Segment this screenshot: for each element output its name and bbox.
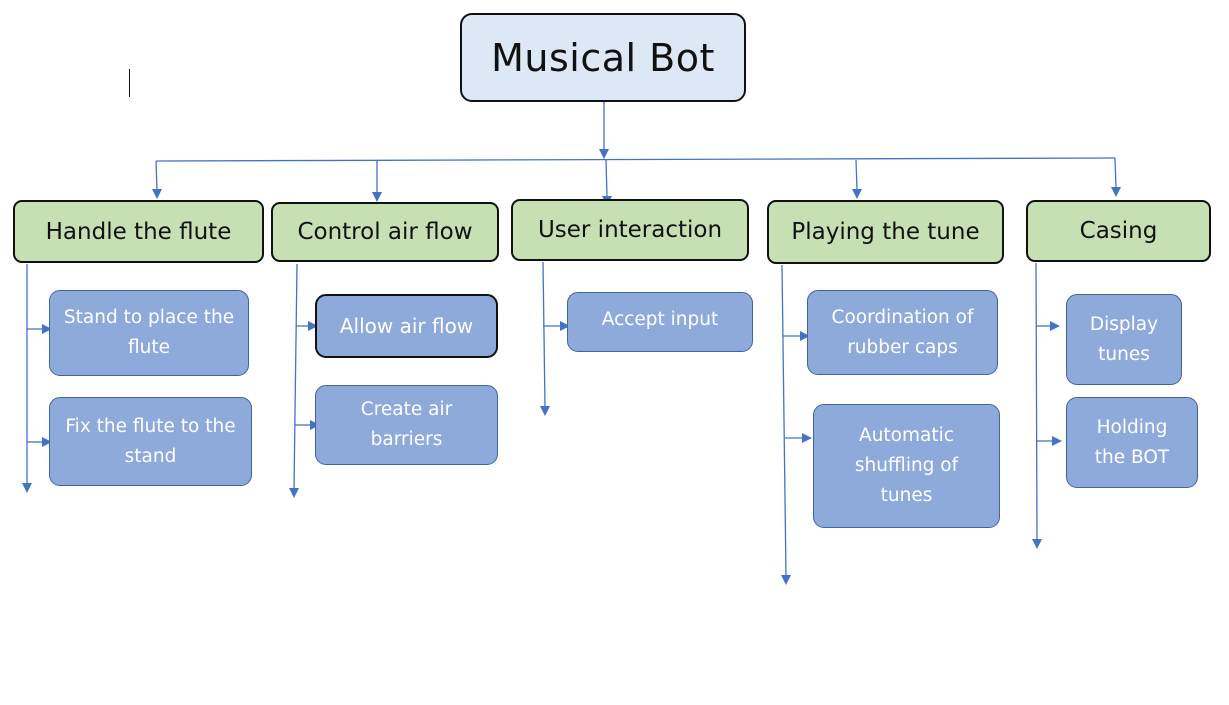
arrowhead-down (781, 575, 791, 585)
item-fix-the-flute-to-the-stand: Fix the flute to the stand (49, 397, 252, 486)
item-label: Create air barriers (360, 399, 453, 450)
root-title: Musical Bot (491, 35, 715, 80)
arrowhead-down (152, 189, 162, 199)
arrowhead-down (599, 149, 609, 159)
category-label: Playing the tune (791, 219, 980, 245)
arrowhead-down (852, 189, 862, 199)
arrowhead-down (289, 488, 299, 498)
arrowhead-down (1032, 539, 1042, 549)
item-label: Automatic shuffling of tunes (854, 425, 959, 506)
arrowhead-right (802, 433, 812, 443)
item-label: Fix the flute to the stand (65, 415, 236, 467)
category-label: Casing (1079, 218, 1158, 244)
arrowhead-right (560, 321, 570, 331)
category-handle-the-flute: Handle the flute (13, 200, 264, 263)
item-display-tunes: Display tunes (1066, 294, 1182, 385)
category-control-air-flow: Control air flow (271, 202, 499, 262)
bus-line (155, 157, 1116, 162)
arrowhead-right (1050, 321, 1060, 331)
category-label: Handle the flute (45, 218, 232, 245)
arrowhead-down (22, 483, 32, 493)
item-coordination-of-rubber-caps: Coordination of rubber caps (807, 290, 998, 375)
item-holding-the-bot: Holding the BOT (1066, 397, 1198, 488)
arrow-line-down (855, 159, 858, 191)
item-automatic-shuffling-of-tunes: Automatic shuffling of tunes (813, 404, 1000, 528)
arrow-line-down (293, 263, 298, 490)
item-stand-to-place-the-flute: Stand to place the flute (49, 290, 249, 376)
arrowhead-right (42, 437, 52, 447)
arrowhead-down (1111, 187, 1121, 197)
arrow-line-down (155, 160, 158, 191)
item-allow-air-flow: Allow air flow (315, 294, 498, 358)
arrow-line-down (781, 264, 787, 577)
item-label: Holding the BOT (1094, 416, 1170, 468)
arrow-line-down (605, 159, 608, 198)
item-label: Accept input (601, 309, 719, 330)
arrowhead-right (800, 331, 810, 341)
item-accept-input: Accept input (567, 292, 753, 352)
item-label: Display tunes (1089, 313, 1159, 365)
arrow-line-down (542, 261, 546, 408)
arrowhead-down (540, 406, 550, 416)
category-playing-the-tune: Playing the tune (767, 200, 1004, 264)
item-label: Allow air flow (339, 314, 474, 338)
root-node: Musical Bot (460, 13, 746, 102)
arrow-line-down (1114, 157, 1117, 189)
category-user-interaction: User interaction (511, 199, 749, 261)
item-label: Coordination of rubber caps (831, 306, 974, 358)
item-label: Stand to place the flute (63, 307, 235, 358)
arrowhead-down (372, 192, 382, 202)
item-create-air-barriers: Create air barriers (315, 385, 498, 465)
category-casing: Casing (1026, 200, 1211, 262)
arrowhead-right (308, 321, 318, 331)
category-label: Control air flow (297, 219, 473, 245)
text-cursor (129, 69, 130, 97)
arrowhead-right (42, 324, 52, 334)
arrow-line-down (1035, 262, 1038, 541)
category-label: User interaction (537, 217, 723, 243)
arrowhead-right (1052, 436, 1062, 446)
